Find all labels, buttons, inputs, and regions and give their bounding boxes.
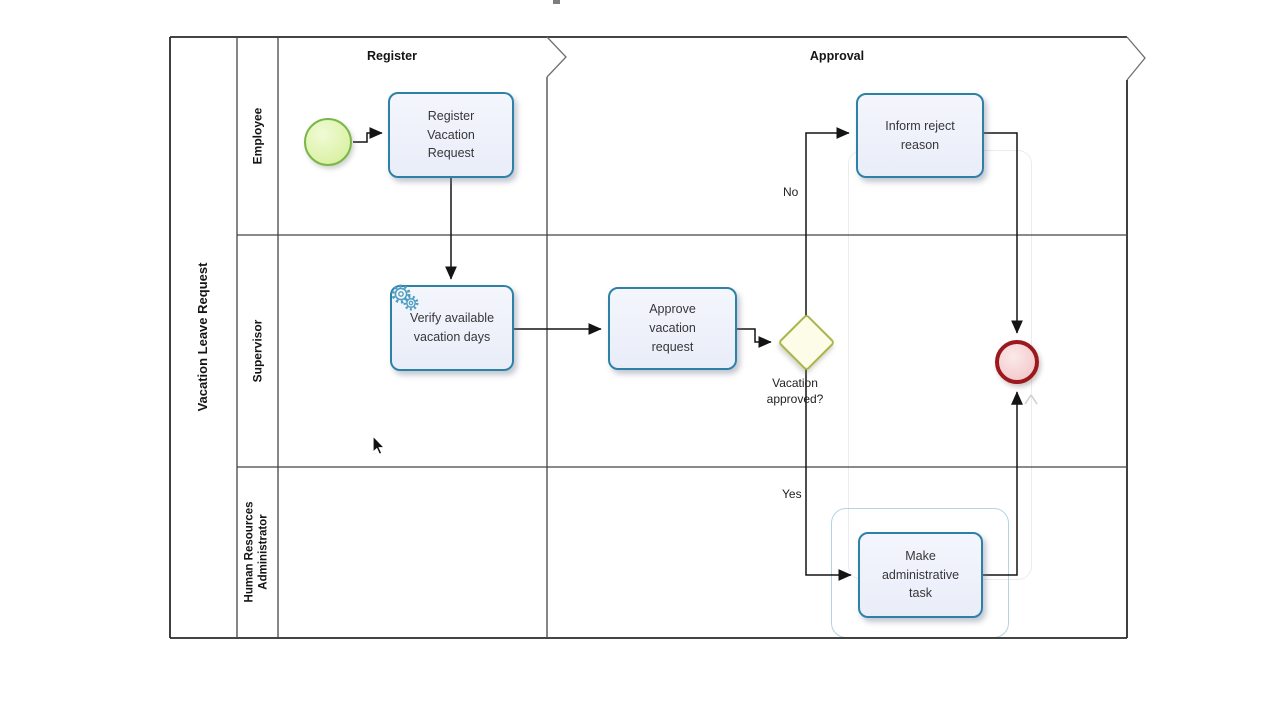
task-make-administrative-task[interactable]: Make administrative task (858, 532, 983, 618)
flow-gateway-no-to-inform (805, 127, 850, 316)
task-register-vacation-request[interactable]: Register Vacation Request (388, 92, 514, 178)
ghost-arrowhead-icon (1024, 394, 1038, 405)
lane-label-hr-administrator: Human Resources Administrator (243, 501, 270, 603)
service-task-gear-icon (391, 284, 419, 311)
phase-header-register: Register (366, 49, 418, 63)
task-approve-vacation-request[interactable]: Approve vacation request (608, 287, 737, 370)
phase-header-approval: Approval (809, 49, 865, 63)
gateway-label: Vacation approved? (766, 376, 824, 406)
lane-label-employee: Employee (250, 107, 265, 165)
flow-start-to-register (353, 127, 383, 143)
cropped-title-fragment (553, 0, 560, 4)
task-verify-available-vacation-days[interactable]: Verify available vacation days (390, 284, 514, 371)
flow-approve-to-gateway (737, 328, 772, 348)
task-inform-reject-reason[interactable]: Inform reject reason (856, 93, 984, 178)
flow-label-no: No (783, 185, 799, 199)
lane-label-supervisor: Supervisor (250, 319, 265, 383)
flow-label-yes: Yes (782, 487, 802, 501)
mouse-cursor-icon (372, 434, 386, 456)
pool-title: Vacation Leave Request (194, 262, 210, 412)
start-event[interactable] (304, 118, 352, 166)
end-event[interactable] (995, 340, 1039, 384)
exclusive-gateway[interactable] (777, 313, 836, 372)
